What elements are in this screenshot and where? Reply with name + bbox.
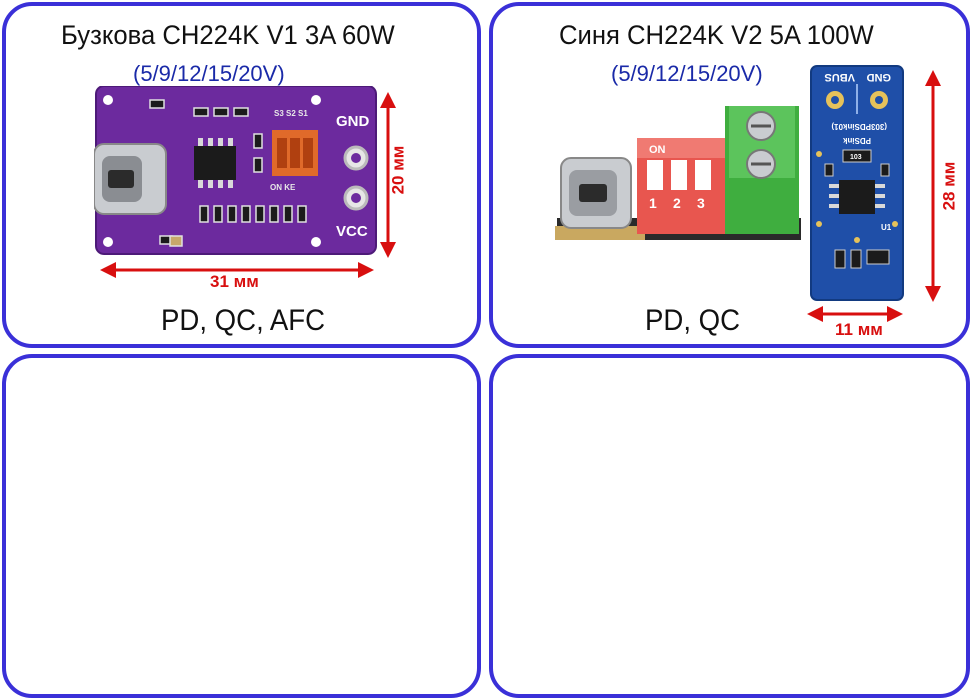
panel-empty-bottom-right [489, 354, 970, 698]
panel-title: Бузкова CH224K V1 3A 60W [61, 20, 395, 50]
height-arrow [380, 92, 396, 258]
model-code-label: (303PDSink01) [831, 122, 887, 131]
protocol-list: PD, QC, AFC [161, 304, 326, 337]
voltage-list: (5/9/12/15/20V) [611, 61, 763, 86]
protocol-list: PD, QC [645, 304, 741, 337]
width-arrow [100, 262, 374, 278]
width-arrow [807, 306, 903, 322]
vcc-pad-label: VCC [336, 223, 368, 240]
switch-number-3: 3 [697, 195, 705, 211]
gnd-pad-label: GND [336, 113, 370, 130]
switch-number-2: 2 [673, 195, 681, 211]
height-label: 28 мм [939, 161, 959, 211]
panel-title: Синя CH224K V2 5A 100W [559, 20, 874, 50]
panel-empty-bottom-left [2, 354, 481, 698]
blue-pdsink-board-image: VBUS GND (303PDSink01) PDSink 103 U1 [810, 65, 904, 301]
height-label: 20 мм [388, 145, 408, 195]
width-label: 31 мм [210, 272, 259, 291]
switch-pin-labels: S3 S2 S1 [274, 109, 308, 118]
gnd-label: GND [867, 71, 892, 83]
panel-purple-board: Бузкова CH224K V1 3A 60W (5/9/12/15/20V)… [2, 2, 481, 348]
model-label: PDSink [842, 136, 871, 145]
resistor-label: 103 [850, 154, 862, 161]
height-arrow [925, 70, 941, 302]
switch-on-label: ON KE [270, 183, 296, 192]
switch-on-label: ON [649, 144, 666, 156]
panel-blue-board: Синя CH224K V2 5A 100W (5/9/12/15/20V) O… [489, 2, 970, 348]
chip-label: U1 [881, 223, 892, 232]
purple-ch224k-board-image: S3 S2 S1 ON KE GND VCC [94, 86, 377, 255]
vbus-label: VBUS [824, 71, 855, 83]
red-green-switch-board-image: ON 1 2 3 [555, 106, 801, 240]
switch-number-1: 1 [649, 195, 657, 211]
voltage-list: (5/9/12/15/20V) [133, 61, 285, 86]
width-label: 11 мм [835, 320, 883, 339]
